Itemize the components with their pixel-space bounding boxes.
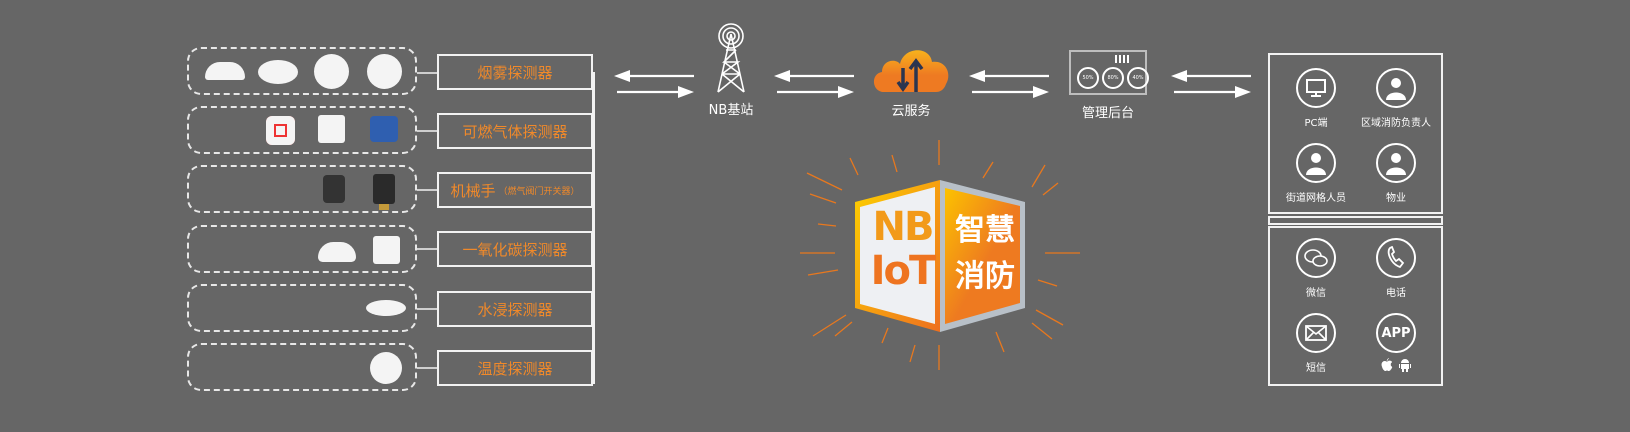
cloud-service-label: 云服务 [891, 104, 931, 119]
valve-label-main: 机械手 [450, 181, 496, 200]
monitor-icon [1296, 68, 1336, 108]
app-icon: APP [1376, 313, 1416, 353]
user-label: 区域消防负责人 [1361, 118, 1431, 129]
nb-station-label: NB基站 [708, 103, 754, 118]
gas-detector-image [266, 116, 295, 145]
bidirectional-arrows [969, 70, 1049, 100]
valve-manipulator-image [323, 175, 345, 203]
badge-smart: 智慧 [955, 213, 1015, 248]
bidirectional-arrows [1171, 70, 1251, 100]
label-temperature-detector: 温度探测器 [437, 350, 593, 386]
person-icon [1376, 143, 1416, 183]
apple-icon [1381, 358, 1393, 372]
bidirectional-arrows [614, 70, 694, 100]
dashboard-screen-icon: 50% 80% 40% [1069, 50, 1149, 95]
smoke-detector-image [205, 62, 245, 80]
co-detector-image [318, 242, 356, 262]
label-valve-manipulator: 机械手（燃气阀门开关器） [437, 172, 593, 208]
badge-iot: IoT [870, 248, 937, 294]
badge-nb: NB [872, 204, 935, 250]
channel-label: 电话 [1386, 288, 1406, 299]
smoke-detector-image [258, 60, 298, 84]
gauge: 50% [1077, 67, 1099, 89]
panel-divider [1268, 216, 1443, 225]
smoke-detector-image [314, 54, 349, 89]
android-icon [1399, 359, 1411, 372]
channel-label: 微信 [1306, 288, 1326, 299]
gauge: 80% [1102, 67, 1124, 89]
gauge: 40% [1127, 67, 1149, 89]
wechat-icon [1296, 238, 1336, 278]
cell-tower-icon [717, 23, 745, 93]
users-panel [1268, 53, 1443, 214]
channel-label: 短信 [1306, 363, 1326, 374]
bus-line [592, 72, 595, 384]
user-label: 街道网格人员 [1286, 193, 1346, 204]
nb-iot-badge-graphic [800, 140, 1080, 370]
label-co-detector: 一氧化碳探测器 [437, 231, 593, 267]
gas-detector-image [318, 115, 345, 143]
water-detector-image [366, 300, 406, 316]
badge-left-text: NB IoT [865, 205, 940, 293]
badge-right-text: 智慧 消防 [950, 208, 1020, 300]
platform-icons [1381, 358, 1411, 372]
mail-icon [1296, 313, 1336, 353]
valve-label-sub: （燃气阀门开关器） [498, 186, 580, 197]
industrial-gas-detector-image [370, 116, 398, 142]
channels-panel [1268, 226, 1443, 386]
person-icon [1376, 68, 1416, 108]
label-smoke-detector: 烟雾探测器 [437, 54, 593, 90]
person-icon [1296, 143, 1336, 183]
label-gas-detector: 可燃气体探测器 [437, 113, 593, 149]
label-water-detector: 水浸探测器 [437, 291, 593, 327]
valve-manipulator-image [373, 174, 395, 204]
cloud-service-icon [873, 50, 949, 93]
management-label: 管理后台 [1081, 106, 1134, 121]
badge-fire: 消防 [955, 259, 1015, 294]
smoke-detector-image [367, 54, 402, 89]
user-label: PC端 [1304, 118, 1328, 129]
bidirectional-arrows [774, 70, 854, 100]
user-label: 物业 [1386, 193, 1406, 204]
co-detector-image [373, 236, 400, 264]
phone-icon [1376, 238, 1416, 278]
temperature-detector-image [370, 352, 402, 384]
